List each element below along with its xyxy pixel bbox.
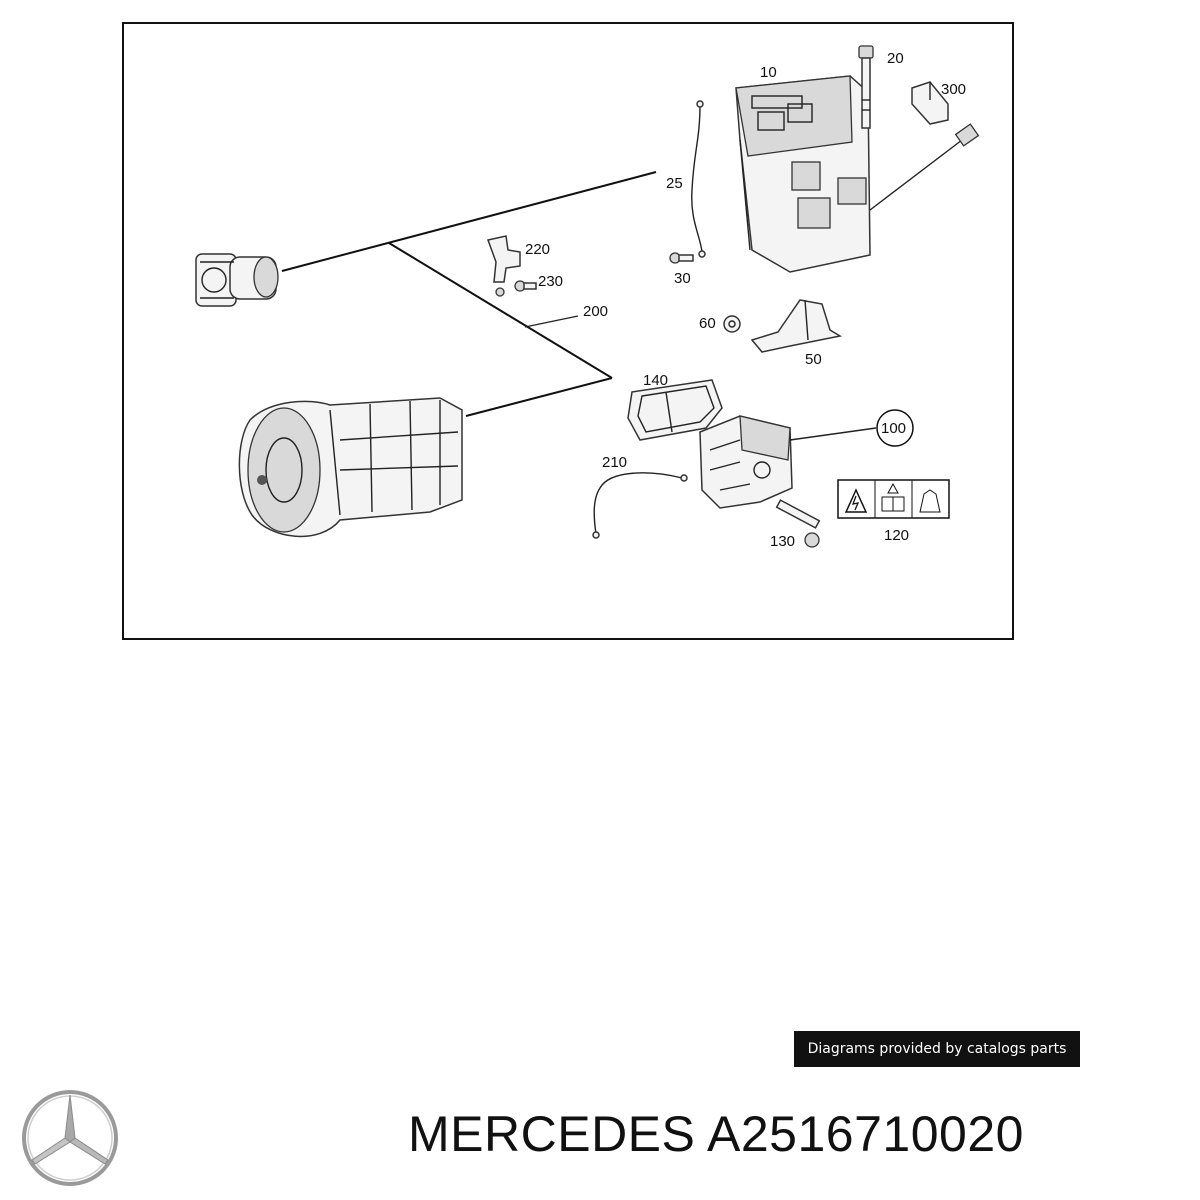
callout-labels: 10 20 300 25 30 220 230 200 60 50 140 10… <box>525 50 966 550</box>
block-part <box>911 81 949 125</box>
callout-200: 200 <box>583 303 608 320</box>
callout-25: 25 <box>666 175 683 192</box>
callout-210: 210 <box>602 454 627 471</box>
callout-20: 20 <box>887 50 904 67</box>
callout-30: 30 <box>674 270 691 287</box>
callout-120: 120 <box>884 527 909 544</box>
callout-10: 10 <box>760 64 777 81</box>
gasket-part <box>627 379 723 441</box>
transmission-part <box>238 397 463 538</box>
diagram-frame <box>122 22 1014 640</box>
warning-label-part <box>837 479 950 519</box>
callout-60: 60 <box>699 315 716 332</box>
line-part <box>691 100 706 258</box>
control-unit-part <box>735 75 980 273</box>
part-number-title: MERCEDES A2516710020 <box>408 1106 1024 1162</box>
callout-50: 50 <box>805 351 822 368</box>
screw-part <box>669 252 694 264</box>
mercedes-star-icon <box>22 1090 118 1186</box>
callout-220: 220 <box>525 241 550 258</box>
diagram-credit-banner: Diagrams provided by catalogs parts <box>794 1031 1080 1067</box>
connection-lines <box>281 171 657 417</box>
bolt-part <box>858 45 874 129</box>
wire-part <box>592 472 688 539</box>
callout-230: 230 <box>538 273 563 290</box>
electric-pump-part <box>195 253 279 307</box>
callout-100: 100 <box>881 420 906 437</box>
callout-300: 300 <box>941 81 966 98</box>
callout-circle-100 <box>876 409 914 447</box>
bracket-part <box>487 235 537 297</box>
valve-bolt-part <box>775 499 821 548</box>
callout-130: 130 <box>770 533 795 550</box>
callout-140: 140 <box>643 372 668 389</box>
valve-body-part <box>699 415 877 509</box>
holder-part <box>723 299 843 353</box>
